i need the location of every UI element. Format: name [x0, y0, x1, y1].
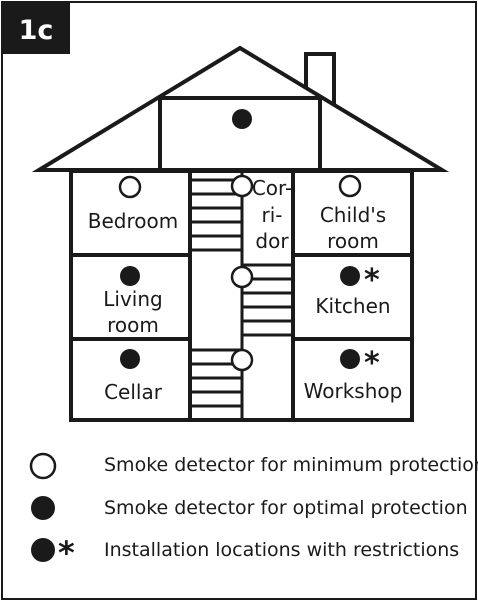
attic-filled-detector-icon [232, 109, 252, 129]
legend-label-minimum: Smoke detector for minimum protection [104, 454, 478, 476]
legend: Smoke detector for minimum protection Sm… [29, 452, 478, 572]
cellar-filled-detector-icon [120, 349, 140, 369]
corridor-label-line-2: ri- [262, 203, 283, 227]
workshop-restriction-asterisk-icon: * [364, 346, 380, 381]
corridor-bottom-open-detector-icon [230, 348, 254, 372]
legend-label-optimal: Smoke detector for optimal protection [104, 497, 468, 519]
legend-label-restrictions: Installation locations with restrictions [104, 539, 459, 561]
room-label-kitchen: Kitchen [315, 294, 390, 318]
room-label-living-room-line-1: Living [103, 287, 162, 311]
corridor-label-line-1: Cor- [252, 176, 292, 200]
corridor-middle-open-detector-icon [230, 265, 254, 289]
room-label-childs-room-line-1: Child's [320, 203, 386, 227]
corridor-label-line-3: dor [255, 229, 289, 253]
childs-room-open-detector-icon [338, 174, 362, 198]
living-room-filled-detector-icon [120, 266, 140, 286]
workshop-filled-detector-icon [340, 349, 360, 369]
room-label-workshop: Workshop [304, 379, 403, 403]
room-label-childs-room-line-2: room [327, 229, 379, 253]
attic [158, 96, 322, 172]
legend-asterisk-icon: * [58, 534, 75, 572]
room-label-cellar: Cellar [104, 380, 163, 404]
bedroom-open-detector-icon [118, 175, 142, 199]
legend-filled-circle-icon [31, 496, 55, 520]
legend-open-circle-icon [29, 452, 57, 480]
legend-filled-circle-asterisk-icon [31, 538, 55, 562]
corridor-top-open-detector-icon [230, 174, 254, 198]
figure-badge [2, 2, 70, 54]
kitchen-restriction-asterisk-icon: * [364, 263, 380, 298]
kitchen-filled-detector-icon [340, 266, 360, 286]
room-label-living-room-line-2: room [107, 313, 159, 337]
room-label-bedroom: Bedroom [88, 209, 178, 233]
figure-badge-label: 1c [19, 15, 54, 46]
